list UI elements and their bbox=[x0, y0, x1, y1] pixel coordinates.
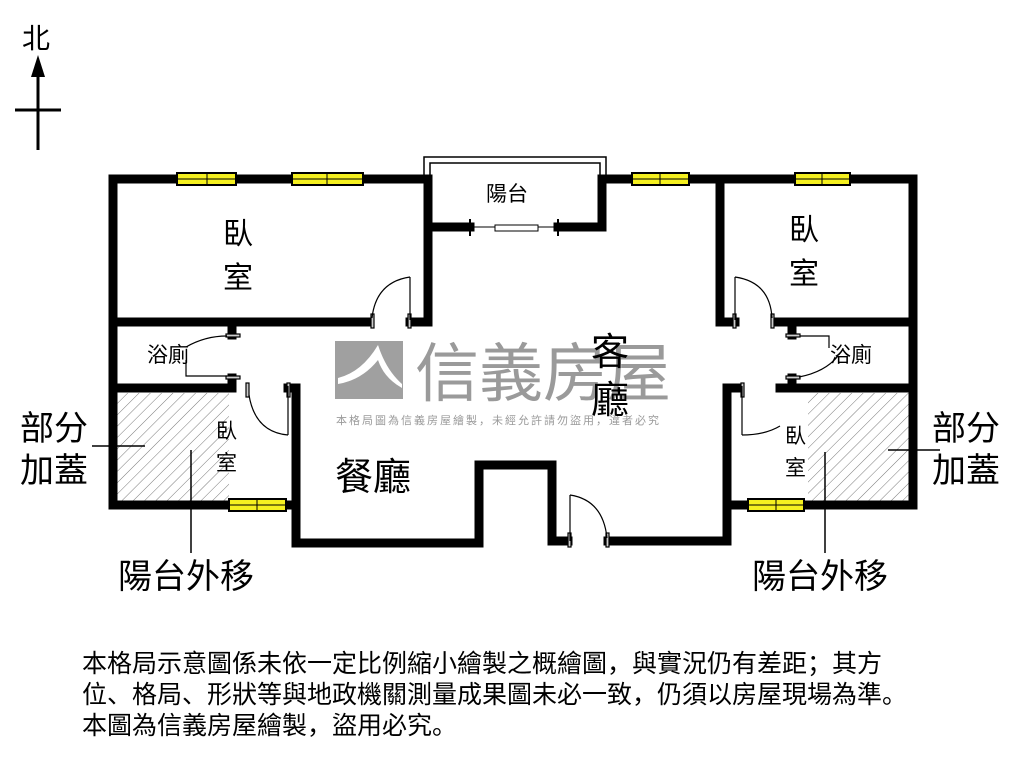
bath-right-label: 浴廁 bbox=[830, 343, 872, 367]
right-addition-area bbox=[808, 393, 910, 501]
disclaimer-line: 本圖為信義房屋繪製，盜用必究。 bbox=[82, 711, 458, 740]
right-balcony-moved-label: 陽台外移 bbox=[752, 557, 888, 597]
bedroom-top-right-label-1: 臥 bbox=[789, 213, 819, 248]
bedroom-bottom-right-label-2: 室 bbox=[785, 456, 806, 480]
right-addition-label-1: 部分 bbox=[932, 409, 1000, 449]
walls bbox=[108, 174, 918, 548]
bedroom-top-left-label-1: 臥 bbox=[223, 217, 253, 252]
bedroom-top-left-label-2: 室 bbox=[223, 261, 253, 296]
left-balcony-moved-label: 陽台外移 bbox=[118, 557, 254, 597]
windows bbox=[176, 172, 851, 512]
left-addition-label-1: 部分 bbox=[20, 409, 88, 449]
bedroom-bottom-left-label-1: 臥 bbox=[216, 419, 237, 443]
door-icon bbox=[245, 382, 291, 436]
door-icon bbox=[185, 333, 241, 380]
disclaimer-line: 本格局示意圖係未依一定比例縮小繪製之概繪圖，與實況仍有差距；其方 bbox=[82, 649, 883, 678]
door-icon bbox=[732, 276, 775, 329]
window-icon bbox=[228, 498, 287, 512]
bedroom-bottom-right-label-1: 臥 bbox=[785, 424, 806, 448]
door-icon bbox=[740, 382, 781, 436]
watermark-notice: 本格局圖為信義房屋繪製，未經允許請勿盜用，違者必究 bbox=[336, 413, 661, 427]
left-addition-area bbox=[117, 393, 229, 501]
window-icon bbox=[291, 172, 364, 186]
balcony-railing bbox=[423, 156, 607, 182]
sinyi-logo-icon bbox=[335, 341, 403, 399]
north-arrow-icon bbox=[15, 55, 61, 150]
bedroom-bottom-left-label-2: 室 bbox=[216, 451, 237, 475]
door-icon bbox=[785, 333, 839, 380]
right-addition-label-2: 加蓋 bbox=[932, 451, 1000, 491]
watermark-brand: 信義房屋 bbox=[415, 338, 671, 412]
compass-label: 北 bbox=[22, 22, 50, 55]
watermark: 信義房屋 本格局圖為信義房屋繪製，未經允許請勿盜用，違者必究 bbox=[335, 338, 671, 427]
left-addition-label-2: 加蓋 bbox=[20, 451, 88, 491]
living-room-label-1: 客 bbox=[591, 330, 629, 374]
living-room-label-2: 廳 bbox=[591, 378, 629, 422]
window-icon bbox=[631, 172, 690, 186]
door-icon bbox=[567, 494, 610, 548]
bedroom-top-right-label-2: 室 bbox=[789, 257, 819, 292]
window-icon bbox=[794, 172, 851, 186]
window-icon bbox=[176, 172, 237, 186]
disclaimer-line: 位、格局、形狀等與地政機關測量成果圖未必一致，仍須以房屋現場為準。 bbox=[82, 680, 908, 709]
sliding-door-icon bbox=[469, 219, 559, 236]
annotation-leaders bbox=[92, 445, 940, 553]
dining-room-label: 餐廳 bbox=[335, 455, 411, 499]
window-icon bbox=[747, 498, 805, 512]
disclaimer: 本格局示意圖係未依一定比例縮小繪製之概繪圖，與實況仍有差距；其方 位、格局、形狀… bbox=[82, 648, 1002, 741]
door-icon bbox=[370, 276, 412, 329]
doors bbox=[185, 276, 839, 548]
balcony-label: 陽台 bbox=[486, 182, 528, 206]
bath-left-label: 浴廁 bbox=[147, 343, 189, 367]
